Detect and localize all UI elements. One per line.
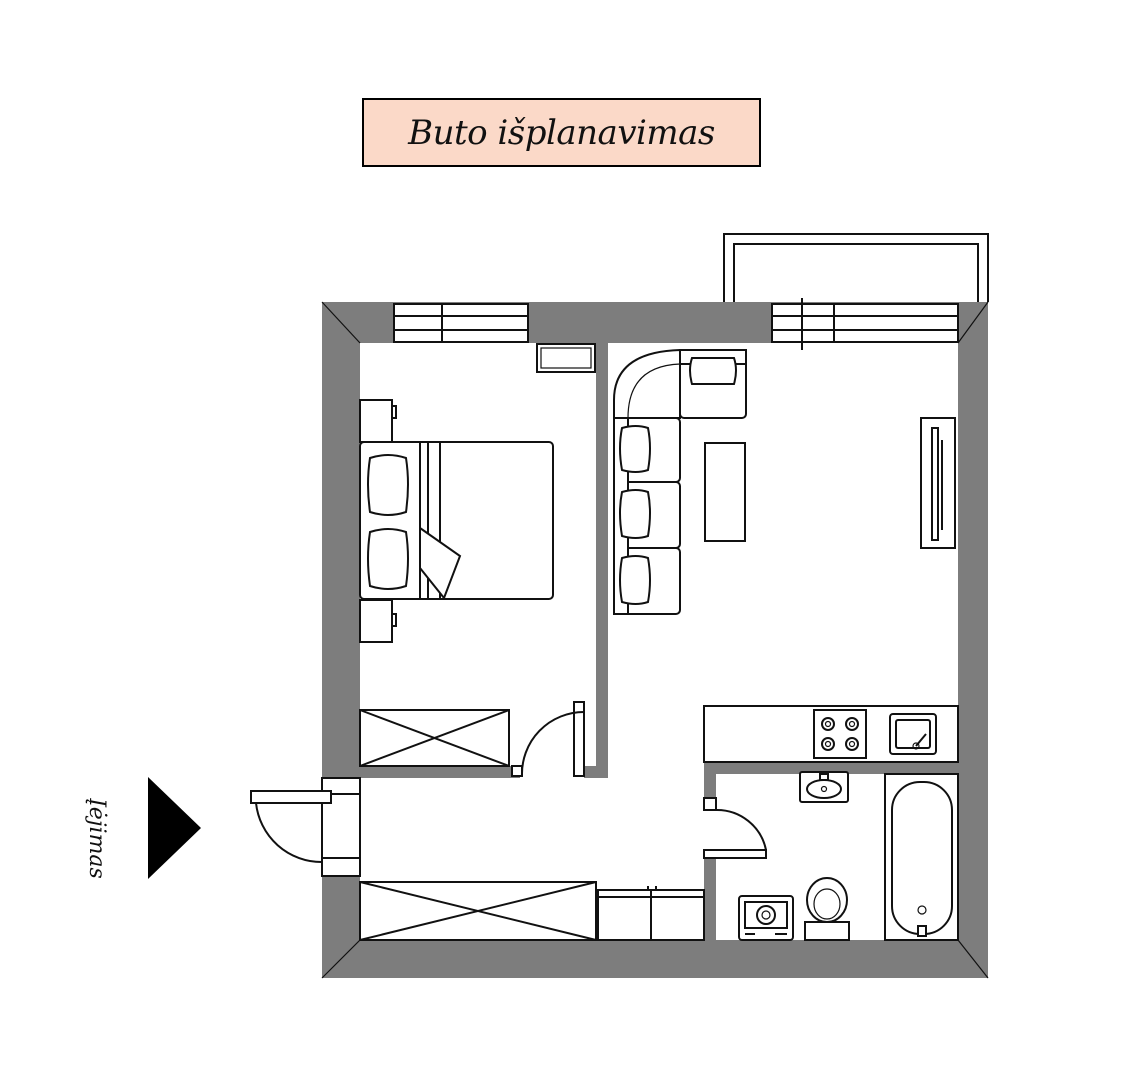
cushion	[619, 489, 651, 539]
tv-unit	[920, 417, 956, 549]
coffee-table	[704, 442, 746, 542]
hallway-wardrobe	[359, 881, 597, 941]
shoe-cabinet	[597, 886, 705, 941]
pillow	[367, 454, 409, 516]
radiator-inner	[540, 347, 592, 369]
balcony	[723, 233, 989, 302]
pillow	[367, 528, 409, 590]
kitchen-counter	[703, 705, 959, 763]
bathroom-sink	[799, 771, 849, 803]
plan-title: Buto išplanavimas	[362, 98, 761, 167]
corner-sofa	[613, 348, 747, 615]
entrance-arrow	[148, 777, 201, 879]
window-bedroom	[393, 303, 529, 343]
bedroom-door	[511, 701, 585, 777]
cushion	[619, 425, 651, 473]
entrance-label: Įėjimas	[84, 798, 109, 879]
bedroom-wardrobe	[359, 709, 510, 767]
toilet	[804, 877, 850, 941]
washing-machine	[738, 895, 794, 941]
cushion	[619, 555, 651, 605]
bathroom-door	[703, 797, 767, 859]
stove	[813, 709, 867, 759]
interior-walls	[360, 343, 958, 940]
window-living-room	[771, 298, 959, 350]
cushion	[689, 357, 737, 385]
entrance-door	[250, 777, 361, 877]
radiator	[536, 343, 596, 373]
double-bed	[359, 399, 554, 643]
bathtub	[884, 773, 959, 941]
